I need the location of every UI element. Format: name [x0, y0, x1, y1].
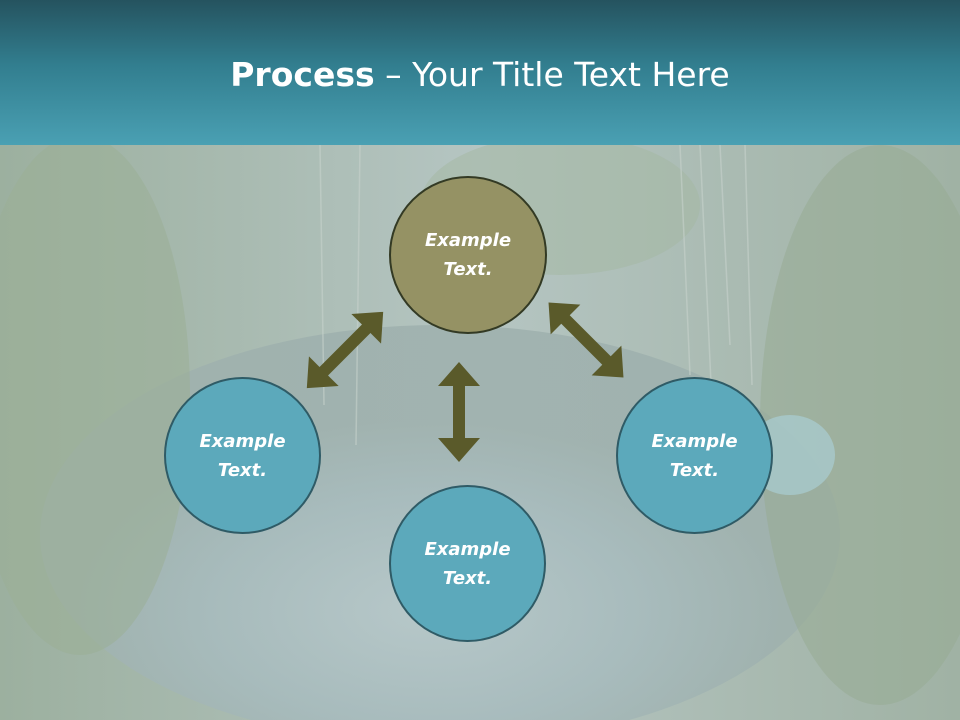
process-circle-bottom: Example Text. — [389, 485, 546, 642]
circle-label: Example Text. — [424, 538, 511, 589]
title-bold: Process — [230, 55, 375, 94]
circle-label: Example Text. — [651, 430, 738, 481]
process-circle-top: Example Text. — [389, 176, 547, 334]
slide-title: Process – Your Title Text Here — [0, 52, 960, 98]
process-circle-right: Example Text. — [616, 377, 773, 534]
circle-label: Example Text. — [199, 430, 286, 481]
header-band — [0, 0, 960, 145]
title-rest: – Your Title Text Here — [374, 55, 730, 94]
process-circle-left: Example Text. — [164, 377, 321, 534]
circle-label: Example Text. — [424, 230, 512, 280]
